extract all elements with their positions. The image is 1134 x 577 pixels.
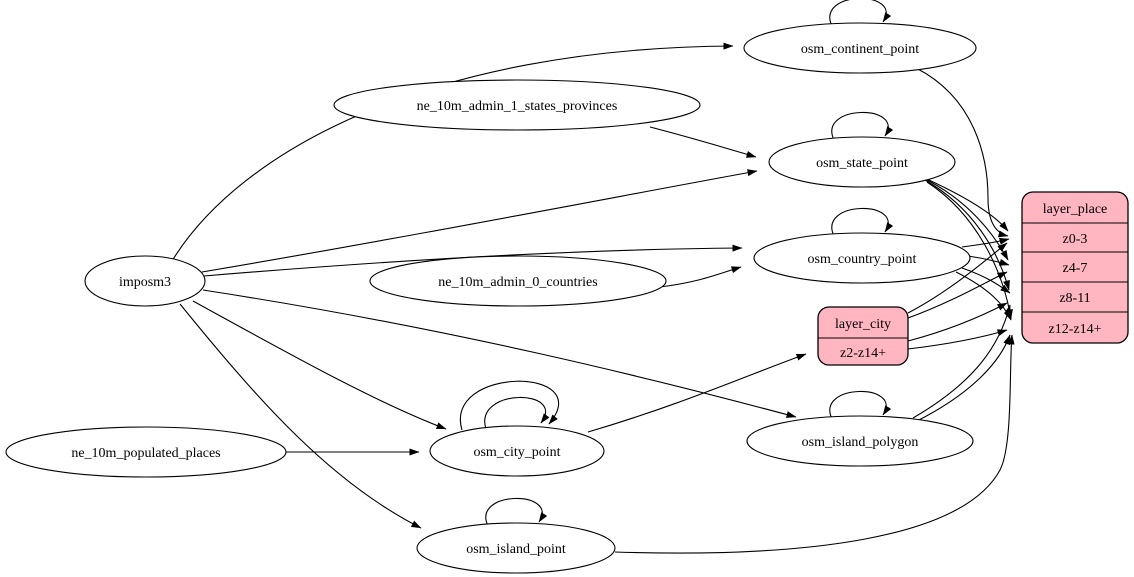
edge-layer_city-z4-7	[907, 271, 1008, 319]
edge-osm_continent_point-z0-3	[915, 67, 1009, 238]
record-layer_city: layer_city z2-z14+	[817, 306, 909, 366]
edge-imposm3-osm_city_point	[192, 300, 447, 430]
edge-osm_country_point-z4-7	[967, 255, 1010, 266]
record-layer_place-row-z4-7: z4-7	[1063, 261, 1088, 276]
node-osm_continent_point-label: osm_continent_point	[801, 42, 919, 57]
record-layer_place-title: layer_place	[1043, 202, 1108, 217]
node-ne_10m_admin_0_countries: ne_10m_admin_0_countries	[369, 255, 667, 307]
edge-osm_island_polygon-z8-11	[912, 304, 1012, 419]
edge-layer_city-z12-z14	[907, 329, 1008, 350]
edge-osm_country_point-z8-11	[961, 267, 1011, 294]
node-osm_state_point: osm_state_point	[768, 136, 956, 188]
node-ne_10m_populated_places-label: ne_10m_populated_places	[71, 446, 220, 461]
node-osm_island_point-label: osm_island_point	[466, 542, 566, 557]
node-osm_state_point-shape	[768, 136, 956, 188]
edge-imposm3-osm_continent_point	[171, 42, 734, 262]
node-ne_10m_populated_places-shape	[5, 426, 287, 478]
edge-osm_country_point-z0-3	[961, 237, 1010, 248]
edge-osm_country_point-z12-z14	[955, 271, 1012, 321]
node-osm_country_point: osm_country_point	[753, 232, 971, 284]
node-osm_island_point: osm_island_point	[416, 522, 616, 574]
node-ne_10m_admin_0_countries-label: ne_10m_admin_0_countries	[438, 275, 597, 290]
record-layer_city-shape	[817, 306, 909, 366]
record-layer_place-row-z0-3: z0-3	[1063, 232, 1088, 247]
node-osm_continent_point: osm_continent_point	[743, 22, 977, 74]
edge-layer_city-z0-3	[907, 242, 1008, 314]
node-osm_island_polygon-label: osm_island_polygon	[802, 435, 919, 450]
node-ne_10m_admin_1_states_provinces: ne_10m_admin_1_states_provinces	[333, 79, 701, 131]
edge-osm_island_point-z12-z14	[614, 334, 1015, 554]
selfloop-osm_continent_point	[829, 0, 892, 27]
record-layer_city-title: layer_city	[835, 317, 891, 332]
edge-layer_city-z8-11	[907, 302, 1008, 342]
selfloop-osm_state_point	[831, 111, 894, 141]
node-ne_10m_admin_1_states_provinces-shape	[333, 79, 701, 131]
node-ne_10m_admin_1_states_provinces-label: ne_10m_admin_1_states_provinces	[417, 99, 618, 114]
selfloop-osm_country_point	[831, 207, 894, 237]
node-osm_island_polygon: osm_island_polygon	[746, 415, 974, 467]
edge-group	[171, 0, 1015, 554]
edge-imposm3-osm_island_polygon	[202, 289, 797, 418]
node-osm_city_point-shape	[429, 425, 605, 477]
node-osm_island_polygon-shape	[746, 415, 974, 467]
node-ne_10m_populated_places: ne_10m_populated_places	[5, 426, 287, 478]
record-layer_place: layer_place z0-3 z4-7 z8-11 z12-z14+	[1021, 191, 1129, 344]
selfloop-osm_island_polygon	[829, 390, 892, 420]
node-imposm3: imposm3	[84, 255, 206, 307]
edge-imposm3-osm_island_point	[179, 303, 422, 529]
selfloop-osm_island_point	[485, 497, 548, 527]
node-imposm3-shape	[84, 255, 206, 307]
edge-ne_10m_admin_1_states_provinces-osm_state_point	[649, 126, 757, 158]
edge-osm_city_point-layer_city	[587, 353, 807, 433]
edge-imposm3-osm_state_point	[201, 169, 758, 273]
node-osm_island_point-shape	[416, 522, 616, 574]
node-osm_city_point: osm_city_point	[429, 425, 605, 477]
node-osm_country_point-shape	[753, 232, 971, 284]
record-layer_place-row-z12-z14: z12-z14+	[1049, 322, 1102, 337]
node-osm_city_point-label: osm_city_point	[473, 445, 560, 460]
record-layer_place-shape	[1021, 191, 1129, 344]
node-ne_10m_admin_0_countries-shape	[369, 255, 667, 307]
edge-ne_10m_admin_0_countries-osm_country_point	[659, 266, 742, 288]
node-osm_continent_point-shape	[743, 22, 977, 74]
node-osm_country_point-label: osm_country_point	[808, 252, 917, 267]
edge-osm_state_point-z0-3	[919, 175, 1009, 232]
node-osm_state_point-label: osm_state_point	[816, 156, 908, 171]
selfloop-outer-osm_city_point	[459, 380, 559, 431]
node-imposm3-label: imposm3	[119, 275, 171, 290]
record-layer_city-row-z2-z14: z2-z14+	[840, 346, 886, 361]
selfloop-inner-osm_city_point	[484, 396, 550, 430]
record-layer_place-row-z8-11: z8-11	[1059, 291, 1090, 306]
edge-osm_island_polygon-z12-z14	[916, 334, 1011, 422]
